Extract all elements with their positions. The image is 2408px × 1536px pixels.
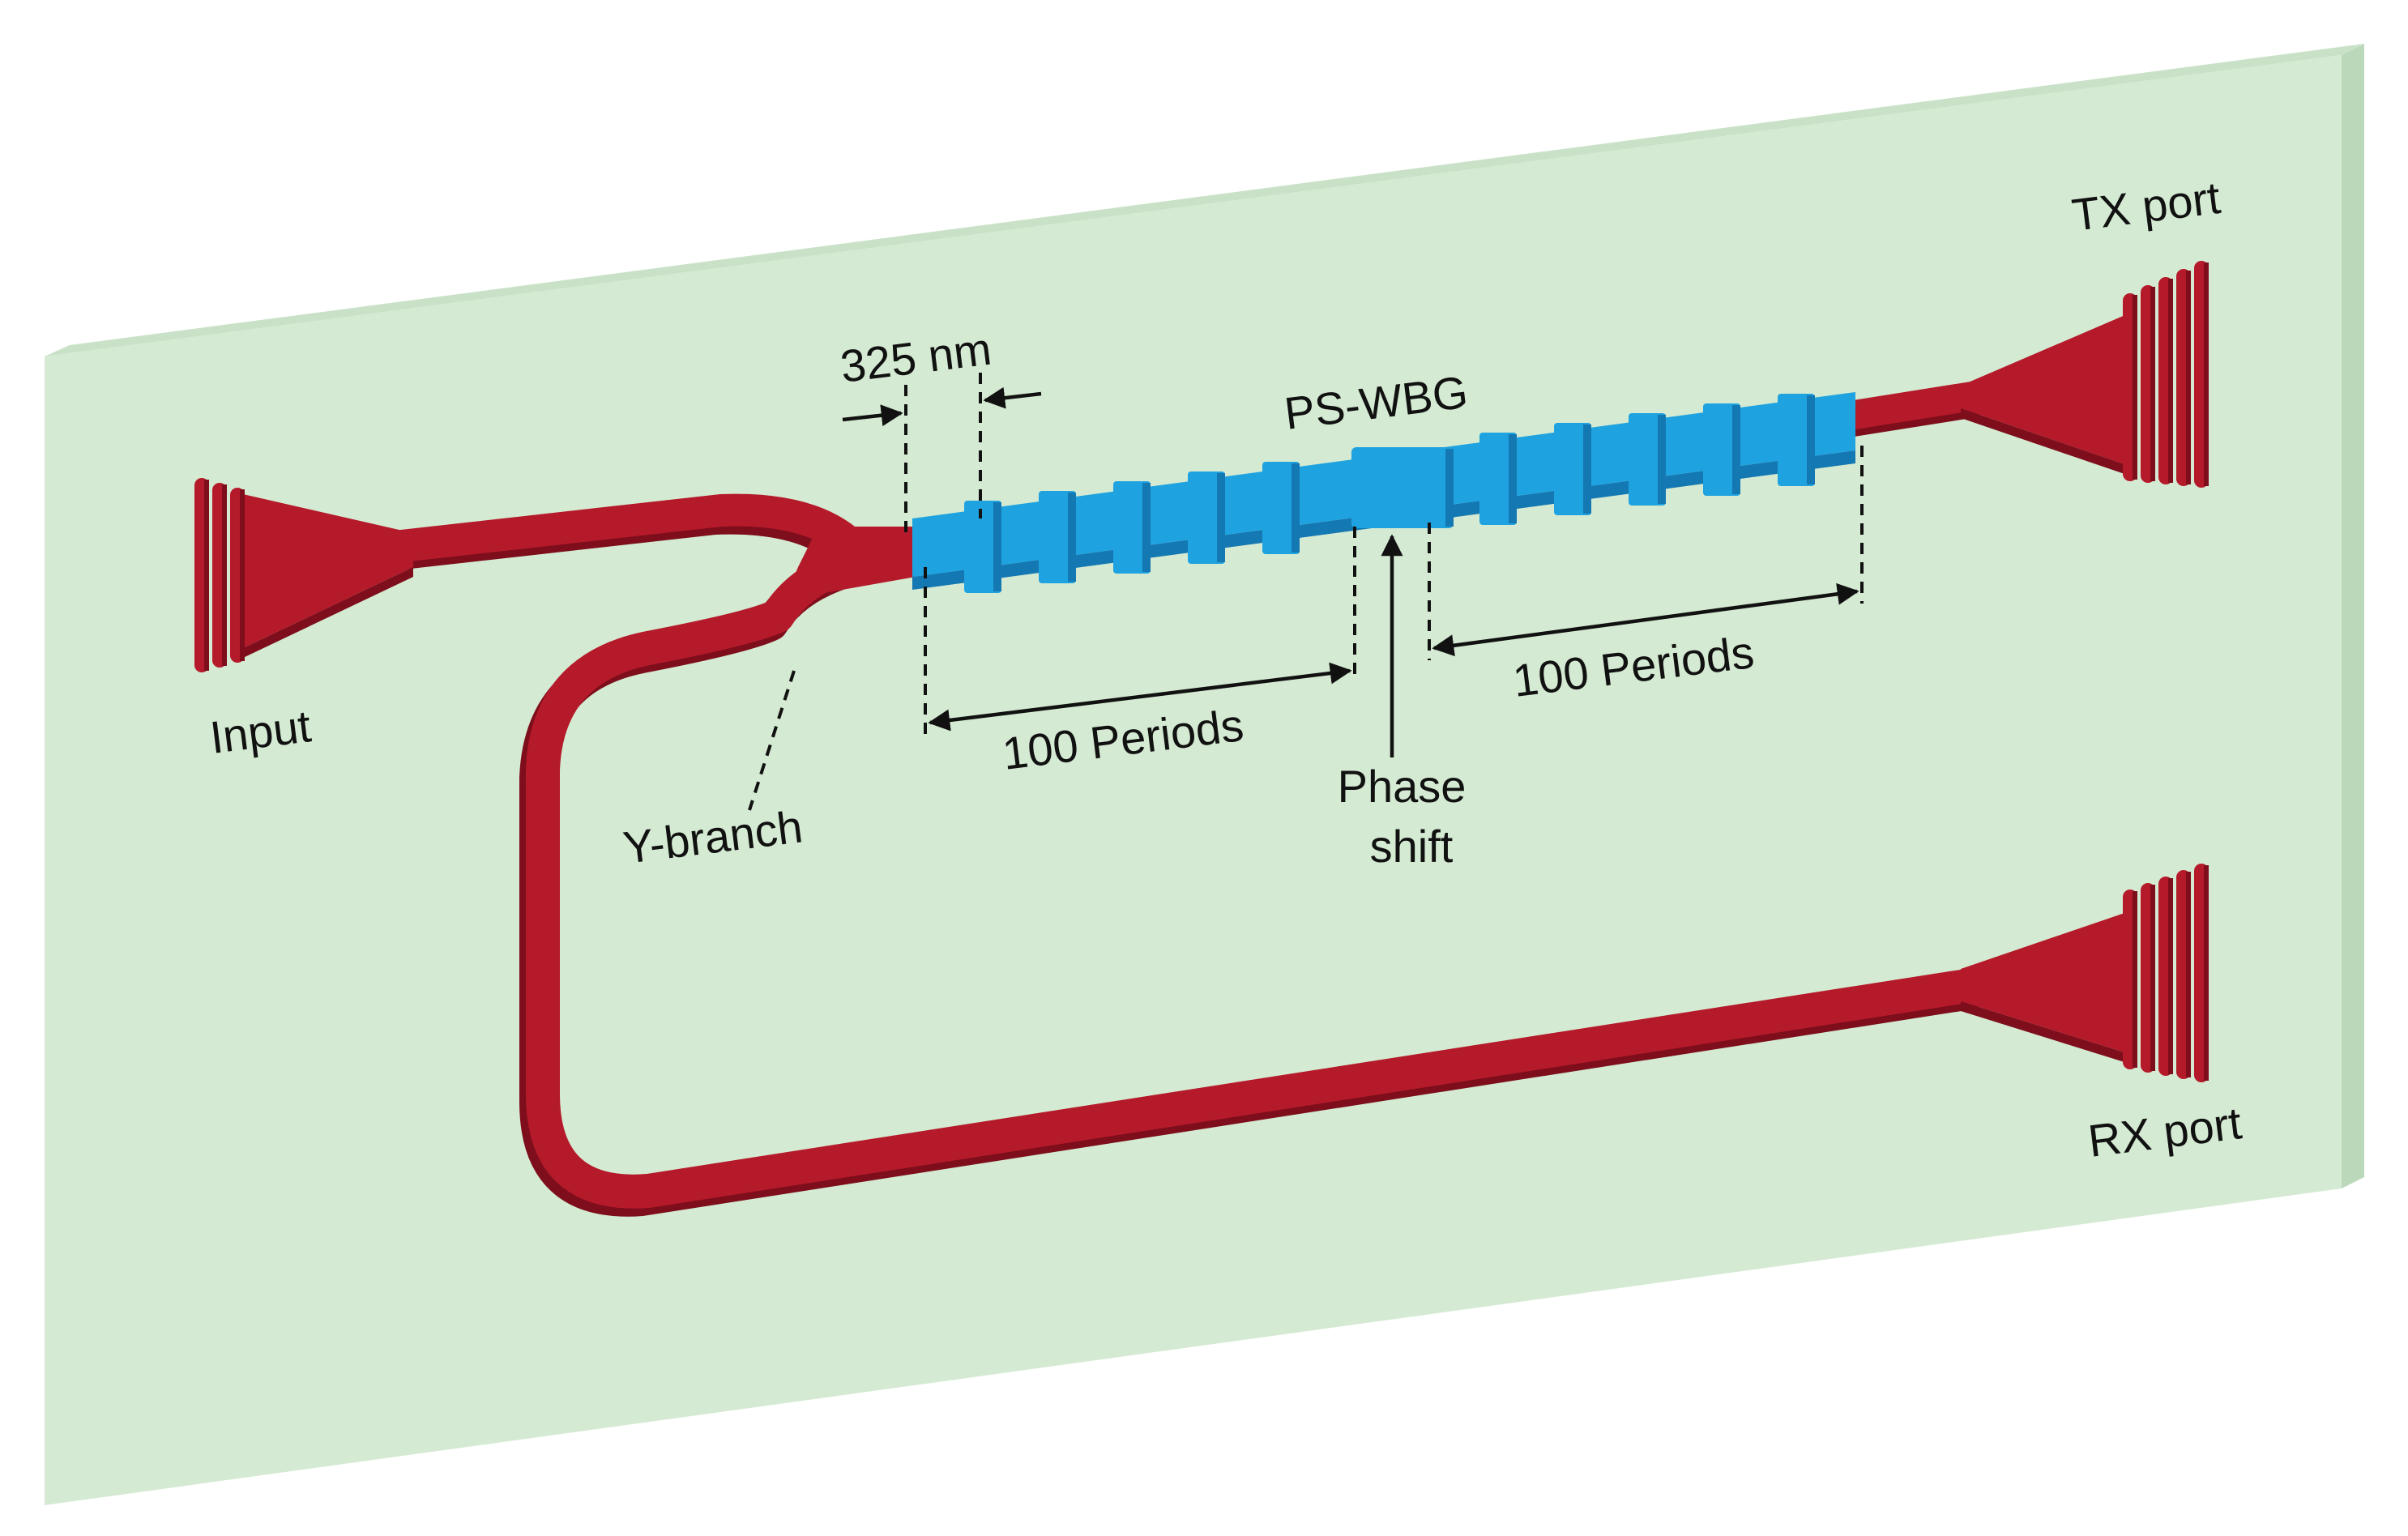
tx-taper-shadow: [1961, 408, 2127, 475]
substrate-top-edge: [45, 44, 2364, 356]
grating-corrugations: [964, 394, 1815, 593]
rx-taper: [1961, 912, 2127, 1053]
input-taper-shadow: [243, 567, 413, 658]
substrate: [45, 44, 2364, 1505]
tx-waveguide: [1825, 381, 1992, 432]
input-taper: [243, 494, 413, 648]
phase-shift-section-shade: [1445, 449, 1454, 527]
grating-corrugation-shades: [993, 395, 1815, 591]
substrate-side: [2342, 44, 2364, 1188]
left-periods-arrow: [928, 662, 1352, 732]
tx-taper: [1961, 314, 2127, 465]
ps-wbg-grating: [912, 392, 1855, 593]
dimension-dashes: [748, 373, 1864, 811]
input-grating-coupler: [194, 478, 413, 672]
right-periods-arrow: [1432, 582, 1859, 657]
phase-shift-label-line2: shift: [1370, 821, 1454, 872]
input-label: Input: [207, 700, 314, 763]
rx-taper-shadow: [1961, 1001, 2127, 1063]
substrate-face: [45, 55, 2342, 1505]
period-arrow-right: [983, 386, 1042, 409]
dimension-arrows: [842, 386, 1859, 757]
y-branch-junction: [778, 527, 916, 616]
input-grating-teeth: [194, 478, 245, 672]
tx-grating-coupler: [1961, 261, 2209, 488]
tx-grating-teeth: [2123, 261, 2209, 488]
period-arrow-left: [842, 404, 903, 427]
phase-shift-label-line1: Phase: [1338, 761, 1467, 812]
rx-grating-teeth: [2123, 864, 2209, 1082]
phase-shift-section: [1351, 447, 1454, 528]
rx-grating-coupler: [1961, 864, 2209, 1082]
